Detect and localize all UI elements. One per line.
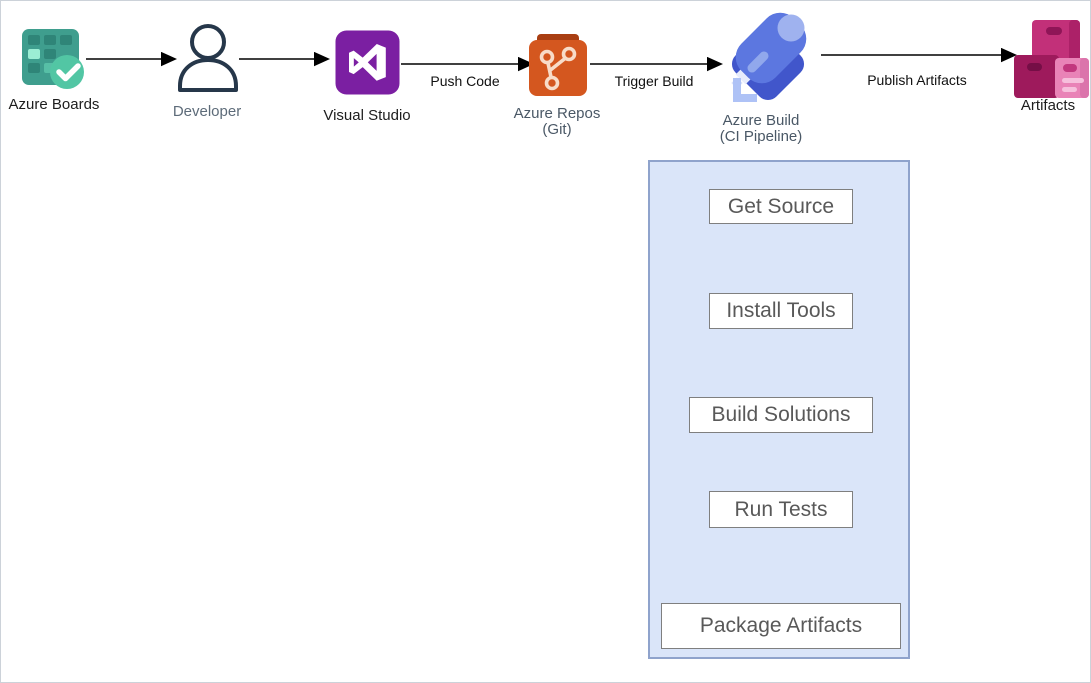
step-install-tools: Install Tools <box>709 293 853 329</box>
developer-person-icon <box>178 24 238 92</box>
azure-pipelines-rocket-icon <box>731 12 807 102</box>
azure-boards-icon <box>22 29 84 89</box>
step-build-solutions: Build Solutions <box>689 397 873 433</box>
rocket-window <box>777 14 805 42</box>
step-get-source: Get Source <box>709 189 853 224</box>
edge-label-trigger-build: Trigger Build <box>614 73 694 89</box>
git-branch-glyph <box>539 46 577 91</box>
visual-studio-label: Visual Studio <box>323 107 411 124</box>
step-package-artifacts: Package Artifacts <box>661 603 901 649</box>
azure-boards-label: Azure Boards <box>8 96 100 113</box>
edge-label-publish-artifacts: Publish Artifacts <box>867 72 967 88</box>
azure-repos-label: Azure Repos (Git) <box>513 105 601 138</box>
check-circle <box>50 55 84 89</box>
check-icon <box>56 63 81 82</box>
visual-studio-icon <box>335 30 400 95</box>
azure-build-label: Azure Build (CI Pipeline) <box>719 112 803 145</box>
artifacts-packages-icon <box>1014 20 1089 98</box>
developer-label: Developer <box>172 103 242 120</box>
step-run-tests: Run Tests <box>709 491 853 528</box>
edge-label-push-code: Push Code <box>430 73 500 89</box>
azure-repos-git-icon <box>529 34 587 96</box>
artifacts-label: Artifacts <box>1020 97 1076 114</box>
launch-bracket <box>733 78 757 102</box>
